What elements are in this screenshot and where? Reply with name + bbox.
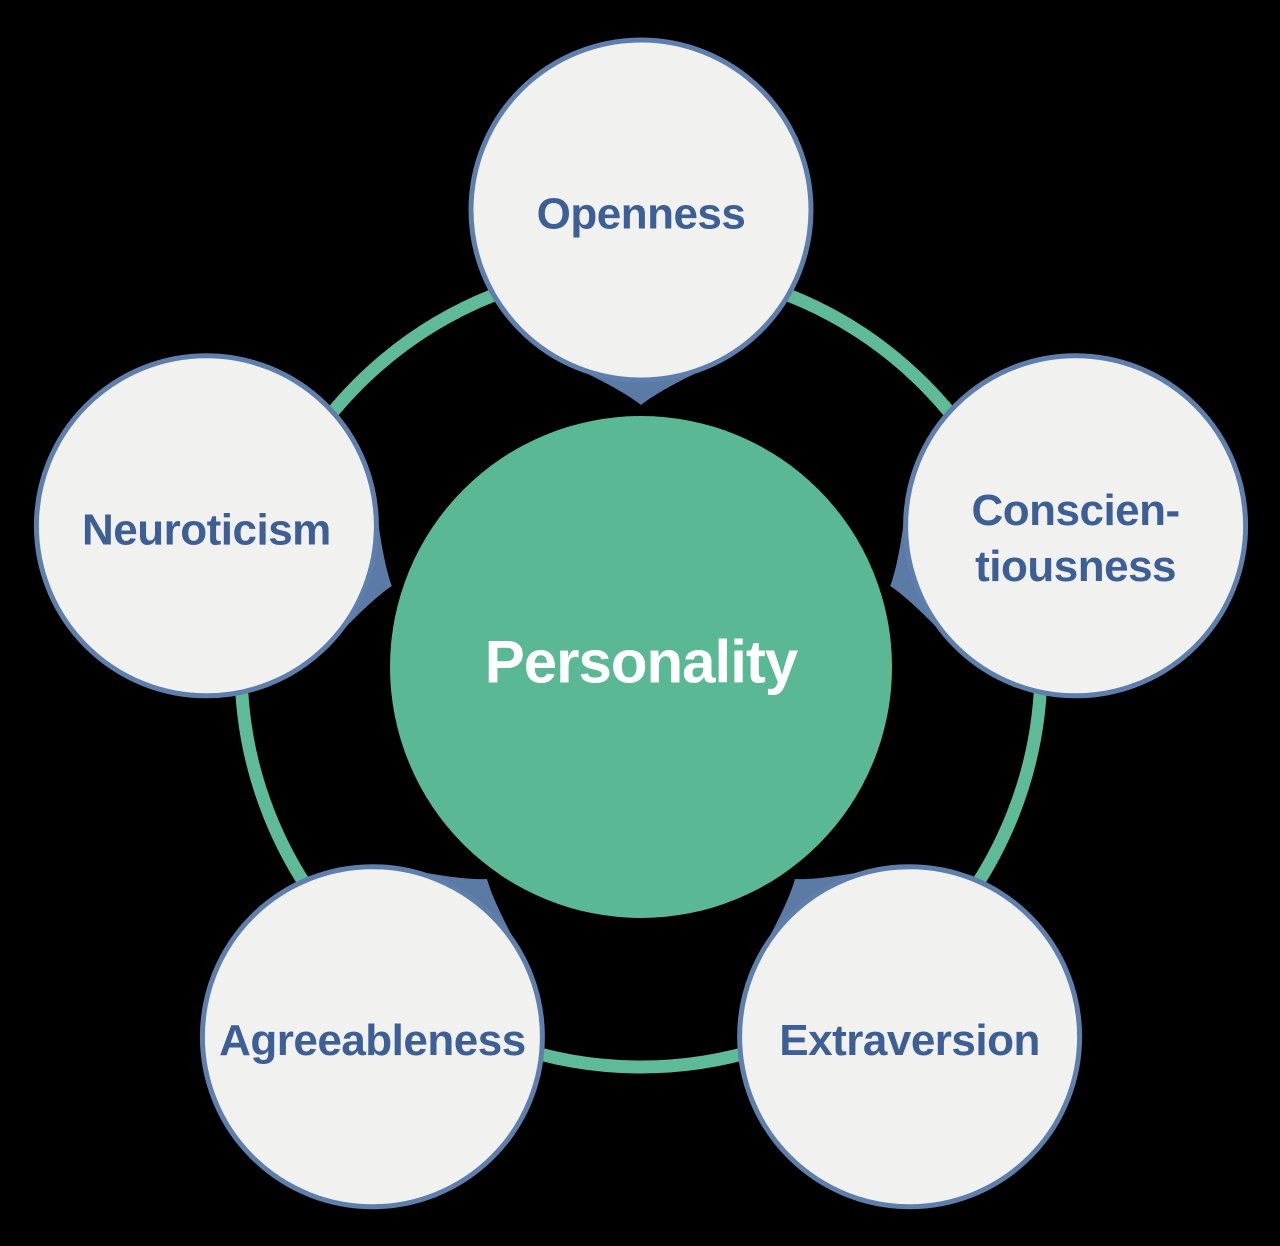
node-circle-extraversion xyxy=(737,864,1083,1210)
node-label-line-conscientiousness-0: Conscien- xyxy=(971,485,1179,534)
node-label-extraversion: Extraversion xyxy=(779,1016,1040,1065)
node-label-neuroticism: Neuroticism xyxy=(82,505,331,554)
node-circle-conscientiousness xyxy=(903,353,1249,699)
node-label-openness: Openness xyxy=(537,190,746,239)
node-label-agreeableness: Agreeableness xyxy=(219,1016,526,1065)
node-circle-neuroticism xyxy=(33,353,379,699)
node-label-conscientiousness: Conscien-tiousness xyxy=(971,485,1179,590)
center-circle xyxy=(390,416,892,918)
node-circle-openness xyxy=(468,37,814,383)
node-circle-agreeableness xyxy=(199,864,545,1210)
node-label-line-conscientiousness-1: tiousness xyxy=(975,541,1176,590)
center-label: Personality xyxy=(485,629,799,696)
